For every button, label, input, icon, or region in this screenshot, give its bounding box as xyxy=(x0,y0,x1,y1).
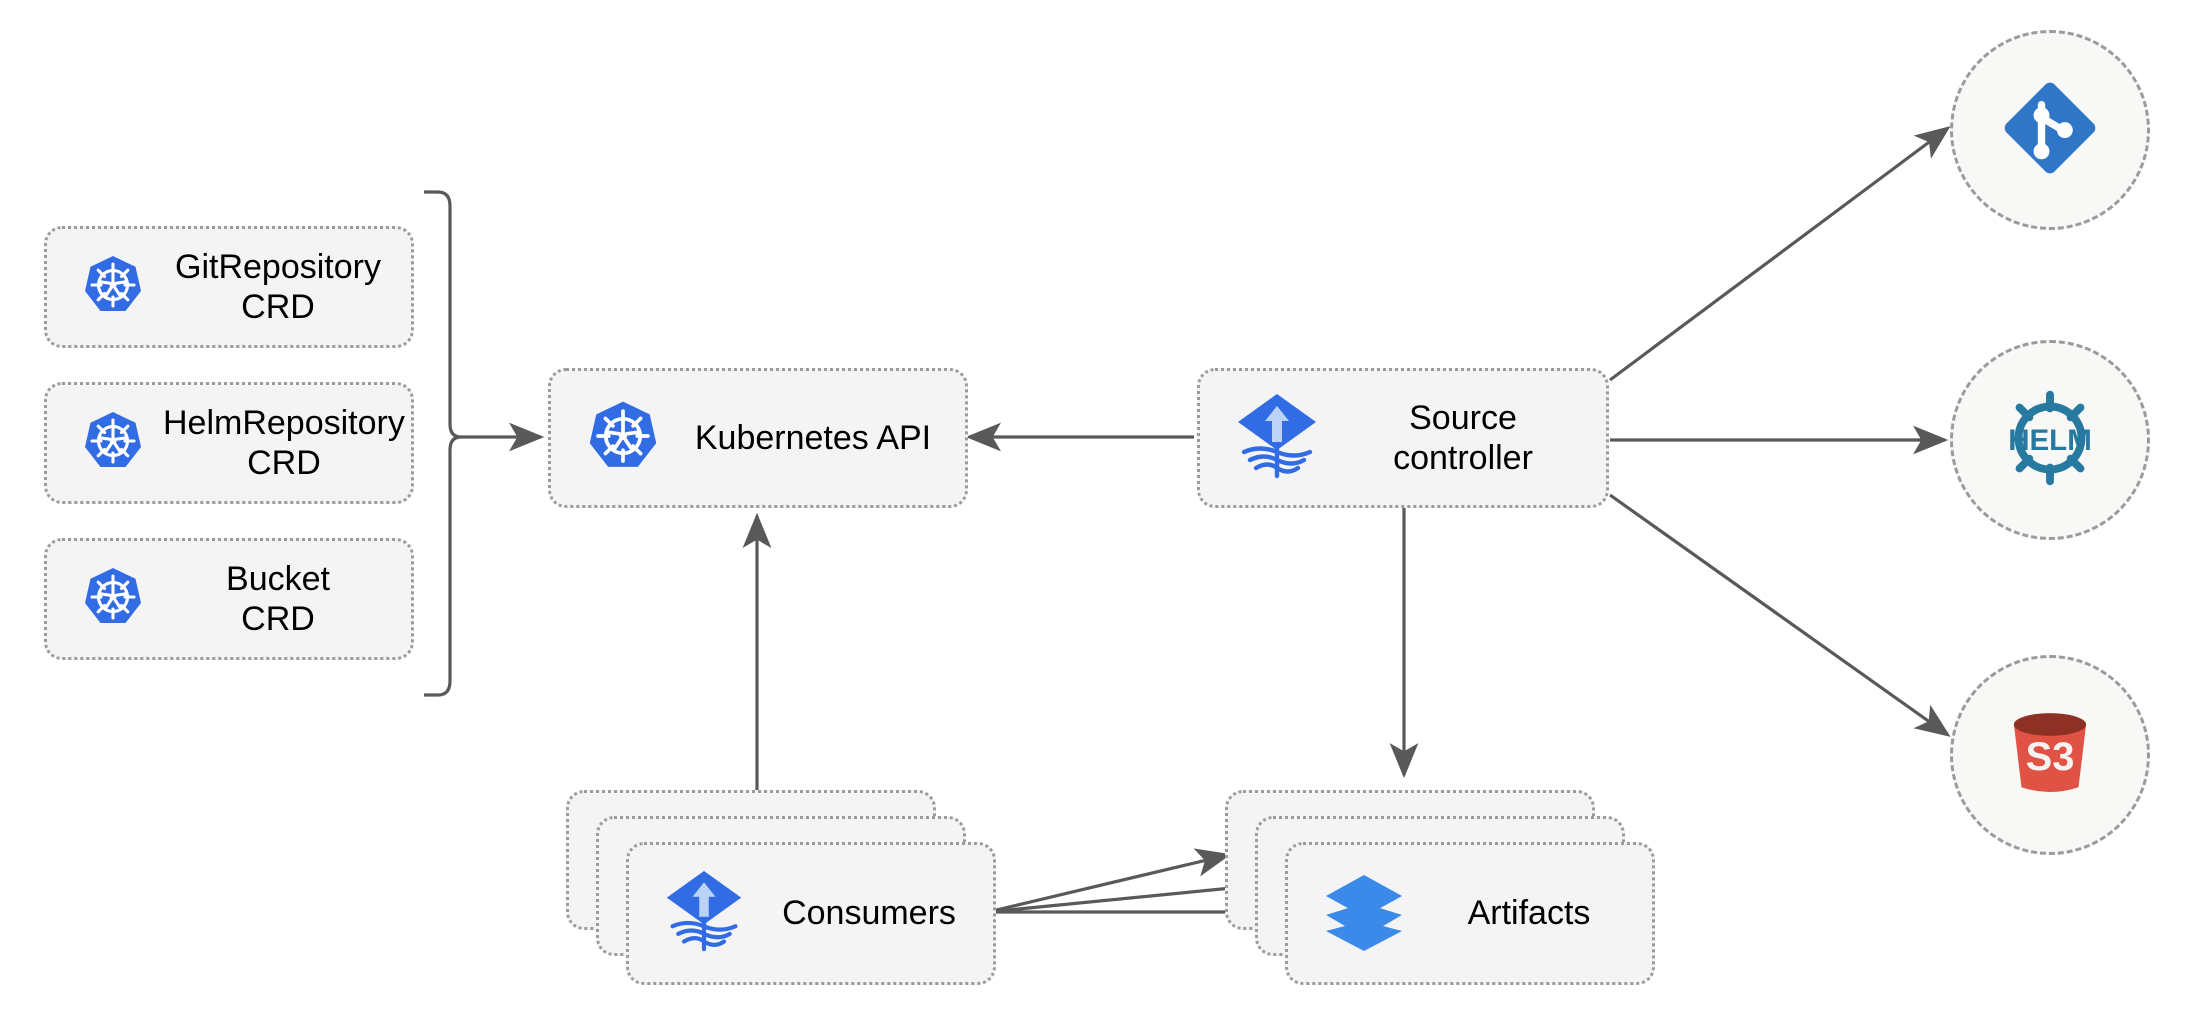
card-source-controller[interactable]: Source controller xyxy=(1197,368,1609,508)
card-helmrepository-crd[interactable]: HelmRepository CRD xyxy=(44,382,414,504)
s3-label: S3 xyxy=(2026,735,2075,779)
card-label: Kubernetes API xyxy=(694,418,932,457)
layers-icon xyxy=(1322,869,1406,958)
edge-source-to-s3 xyxy=(1609,493,1951,737)
card-gitrepository-crd[interactable]: GitRepository CRD xyxy=(44,226,414,348)
helm-icon: HELM xyxy=(1991,379,2109,502)
kubernetes-icon xyxy=(81,253,145,322)
external-helm[interactable]: HELM xyxy=(1950,340,2150,540)
edge-consumers-to-artifacts-1 xyxy=(987,848,1232,914)
git-icon xyxy=(1997,75,2103,186)
artifacts-layer-front[interactable]: Artifacts xyxy=(1285,842,1655,985)
card-bucket-crd[interactable]: Bucket CRD xyxy=(44,538,414,660)
card-kubernetes-api[interactable]: Kubernetes API xyxy=(548,368,968,508)
card-label: Artifacts xyxy=(1467,894,1591,932)
flux-icon xyxy=(663,867,745,960)
s3-icon: S3 xyxy=(1993,696,2107,815)
helm-label: HELM xyxy=(2008,423,2092,456)
card-label: GitRepository CRD xyxy=(175,247,381,326)
card-label: Bucket CRD xyxy=(226,559,330,638)
card-consumers[interactable]: Consumers xyxy=(566,790,996,985)
edge-crd-bracket xyxy=(424,190,462,697)
flux-icon xyxy=(1234,390,1320,487)
consumers-layer-front[interactable]: Consumers xyxy=(626,842,996,985)
edge-consumers-to-artifacts-2 xyxy=(987,873,1266,914)
external-git[interactable] xyxy=(1950,30,2150,230)
card-label: HelmRepository CRD xyxy=(163,403,405,482)
kubernetes-icon xyxy=(81,409,145,478)
kubernetes-icon xyxy=(81,565,145,634)
external-s3[interactable]: S3 xyxy=(1950,655,2150,855)
card-label: Consumers xyxy=(782,894,956,932)
kubernetes-icon xyxy=(585,398,661,479)
card-artifacts[interactable]: Artifacts xyxy=(1225,790,1655,985)
edge-source-to-git xyxy=(1609,126,1951,382)
card-label: Source controller xyxy=(1393,398,1533,477)
